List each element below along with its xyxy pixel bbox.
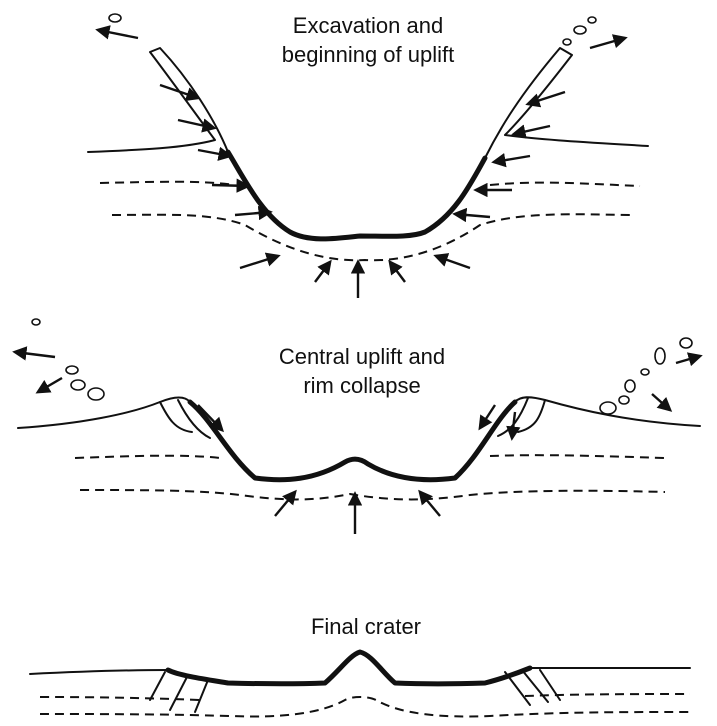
- stage-1-layer-1: [100, 182, 640, 186]
- stage-1-ground-right: [485, 48, 648, 158]
- stage-2-slump-arrow: [480, 405, 495, 428]
- stage-1-inflow-arrow: [235, 212, 270, 215]
- stage-1-inflow-arrow: [514, 126, 550, 134]
- stage-3-caption: Final crater: [311, 614, 421, 639]
- stage-1-inflow-arrow: [212, 185, 248, 186]
- stage-2-slump-right: [498, 398, 545, 436]
- stage-1-uplift-arrow: [390, 262, 405, 282]
- stage-1-uplift-arrow: [240, 256, 278, 268]
- stage-2-slump-arrow: [512, 412, 515, 438]
- stage-2-uplift-arrow: [275, 492, 295, 516]
- stage-2-ejecta-rock: [641, 369, 649, 375]
- stage-2-ejecta-rock: [680, 338, 692, 348]
- stage-2-slump-left: [160, 400, 210, 438]
- stage-3-layer-2: [40, 697, 690, 716]
- stage-1-inflow-arrow: [528, 92, 565, 104]
- stage-2-layer-2: [80, 490, 665, 499]
- stage-2-caption-line-1: Central uplift and: [279, 344, 445, 369]
- stage-2-ejecta-rock: [88, 388, 104, 400]
- stage-3-crater-floor: [168, 652, 530, 684]
- stage-2-ejecta-arrow: [15, 352, 55, 357]
- stage-2-ejecta-rock: [71, 380, 85, 390]
- stage-2-ejecta-arrow: [652, 394, 670, 410]
- stage-2-ground-left: [18, 398, 190, 429]
- stage-2-layer-1: [75, 455, 665, 458]
- stage-1-caption-line-2: beginning of uplift: [282, 42, 454, 67]
- stage-1-caption-line-1: Excavation and: [293, 13, 443, 38]
- stage-final-crater: Final crater: [30, 614, 690, 716]
- stage-1-ground-left: [88, 48, 228, 152]
- stage-2-ejecta-rock: [655, 348, 665, 364]
- stage-1-uplift-arrow: [436, 256, 470, 268]
- stage-3-ground-left: [30, 670, 168, 674]
- stage-1-ejecta-rock: [109, 14, 121, 22]
- stage-2-ejecta-arrow: [38, 378, 62, 392]
- stage-2-ejecta-rock: [32, 319, 40, 325]
- stage-2-ejecta-arrow: [676, 356, 700, 363]
- stage-2-caption-line-2: rim collapse: [303, 373, 420, 398]
- stage-1-ejecta-rock: [563, 39, 571, 45]
- stage-1-ejecta-arrow: [98, 30, 138, 38]
- stage-2-ejecta-rock: [600, 402, 616, 414]
- stage-2-crater-profile: [190, 402, 515, 480]
- stage-1-inflow-arrow: [198, 150, 230, 156]
- stage-1-ejecta-arrow: [590, 38, 625, 48]
- stage-excavation: Excavation and beginning of uplift: [88, 13, 648, 298]
- stage-1-uplift-arrow: [315, 262, 330, 282]
- stage-2-ejecta-rock: [66, 366, 78, 374]
- stage-2-ejecta-rock: [625, 380, 635, 392]
- stage-3-layer-1: [40, 694, 690, 700]
- stage-1-inflow-arrow: [178, 120, 214, 128]
- stage-central-uplift: Central uplift and rim collapse: [15, 319, 700, 534]
- stage-2-uplift-arrow: [420, 492, 440, 516]
- stage-1-inflow-arrow: [494, 156, 530, 162]
- stage-2-ejecta-rock: [619, 396, 629, 404]
- stage-1-ejecta-rock: [574, 26, 586, 34]
- stage-1-ejecta-rock: [588, 17, 596, 23]
- stage-1-crater-floor: [228, 152, 485, 239]
- stage-1-inflow-arrow: [455, 214, 490, 217]
